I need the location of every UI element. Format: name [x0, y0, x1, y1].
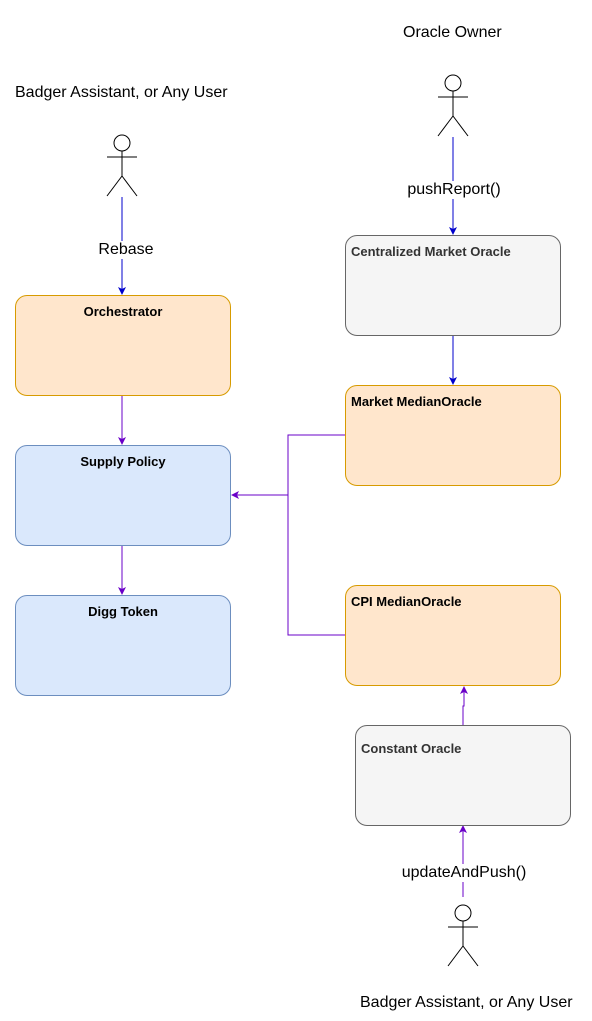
digg-token-box[interactable]: Digg Token [15, 595, 231, 696]
edge-label-push-report: pushReport() [406, 181, 502, 199]
edge-label-update-and-push: updateAndPush() [400, 864, 528, 882]
cpi-median-oracle-title: CPI MedianOracle [351, 594, 462, 609]
actor-top-left-icon [106, 134, 138, 197]
actor-top-right-label: Oracle Owner [403, 24, 502, 41]
cpi-median-oracle-box[interactable]: CPI MedianOracle [345, 585, 561, 686]
arrow-cpi-to-supply [287, 495, 345, 636]
supply-policy-title: Supply Policy [80, 454, 166, 469]
actor-bottom-right-icon [447, 904, 479, 967]
market-median-oracle-box[interactable]: Market MedianOracle [345, 385, 561, 486]
orchestrator-title: Orchestrator [83, 304, 163, 319]
constant-oracle-box[interactable]: Constant Oracle [355, 725, 571, 826]
edge-label-rebase: Rebase [97, 241, 155, 259]
actor-top-left-label: Badger Assistant, or Any User [15, 84, 228, 101]
centralized-market-oracle-box[interactable]: Centralized Market Oracle [345, 235, 561, 336]
digg-token-title: Digg Token [88, 604, 158, 619]
orchestrator-box[interactable]: Orchestrator [15, 295, 231, 396]
market-median-oracle-title: Market MedianOracle [351, 394, 482, 409]
supply-policy-box[interactable]: Supply Policy [15, 445, 231, 546]
actor-bottom-right-label: Badger Assistant, or Any User [360, 994, 573, 1011]
centralized-market-oracle-title: Centralized Market Oracle [351, 244, 511, 259]
arrow-constant-to-cpi [460, 686, 468, 725]
constant-oracle-title: Constant Oracle [361, 741, 462, 756]
arrow-market-to-supply [231, 434, 345, 499]
actor-top-right-icon [437, 74, 469, 137]
